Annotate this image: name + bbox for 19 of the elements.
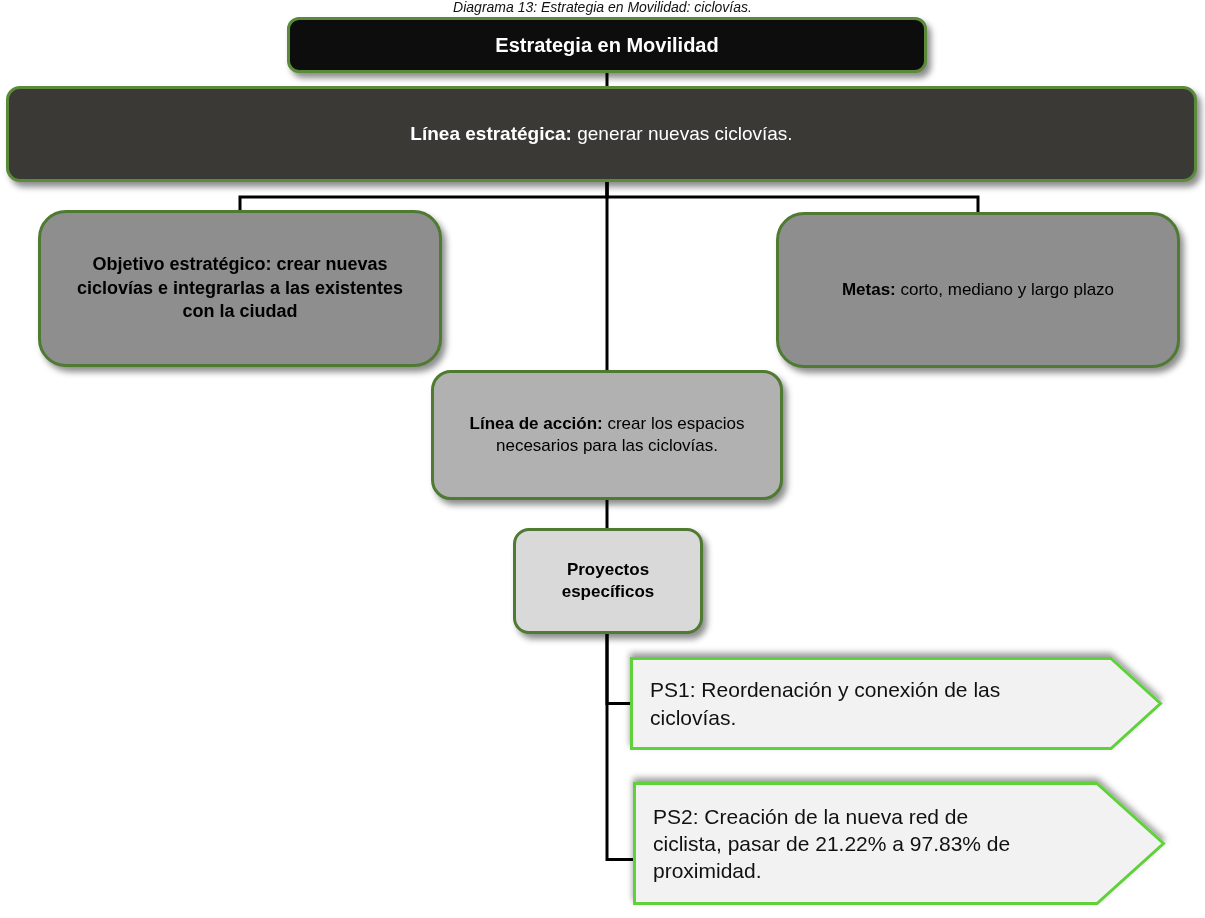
node-label: PS1: Reordenación y conexión de las ciclovías. (650, 677, 1002, 731)
projects-box (513, 528, 703, 634)
node-label: Línea de acción: crear los espacios necesarios para las ciclovías. (468, 412, 746, 457)
project-pentagon (630, 657, 1162, 750)
project-pentagon (633, 782, 1165, 905)
node-label: Línea estratégica: generar nuevas ciclovías. (410, 121, 793, 146)
node-label: Metas: corto, mediano y largo plazo (841, 278, 1115, 301)
objective-box (38, 210, 442, 367)
node-label: Proyectos específicos (560, 558, 656, 603)
strategy-box (287, 17, 927, 73)
node-label: Objetivo estratégico: crear nuevas ciclovías e integrarlas a las existentes con la ciudad (75, 253, 405, 324)
connector-line (605, 634, 633, 861)
diagram-title: Diagrama 13: Estrategia en Movilidad: ciclovías. (452, 0, 753, 15)
node-label: PS2: Creación de la nueva red de ciclista, pasar de 21.22% a 97.83% de proximidad. (653, 803, 1012, 885)
goals-box (776, 212, 1180, 368)
connector-line (605, 73, 609, 86)
connector-line (605, 500, 609, 528)
connector-line (605, 182, 609, 370)
node-label: Estrategia en Movilidad (495, 33, 719, 58)
